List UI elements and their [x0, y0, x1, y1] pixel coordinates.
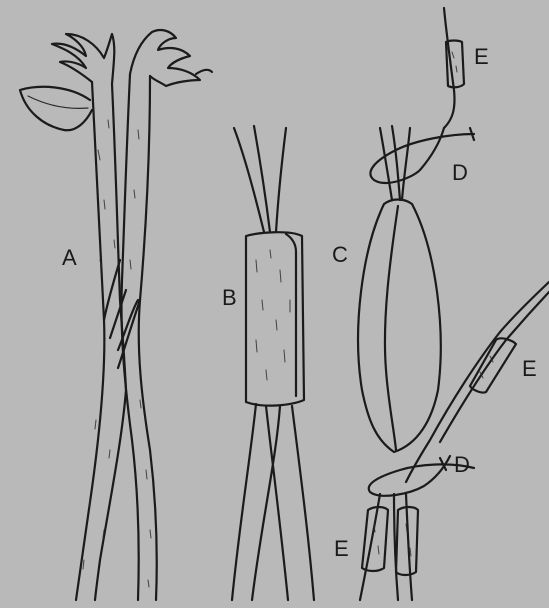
- label-e-top: E: [474, 44, 489, 69]
- label-e-right: E: [522, 356, 537, 381]
- label-c: C: [332, 242, 348, 267]
- label-a: A: [62, 245, 77, 270]
- label-d-top: D: [452, 160, 468, 185]
- label-e-bottom: E: [334, 536, 349, 561]
- label-d-bottom: D: [454, 452, 470, 477]
- label-b: B: [222, 285, 237, 310]
